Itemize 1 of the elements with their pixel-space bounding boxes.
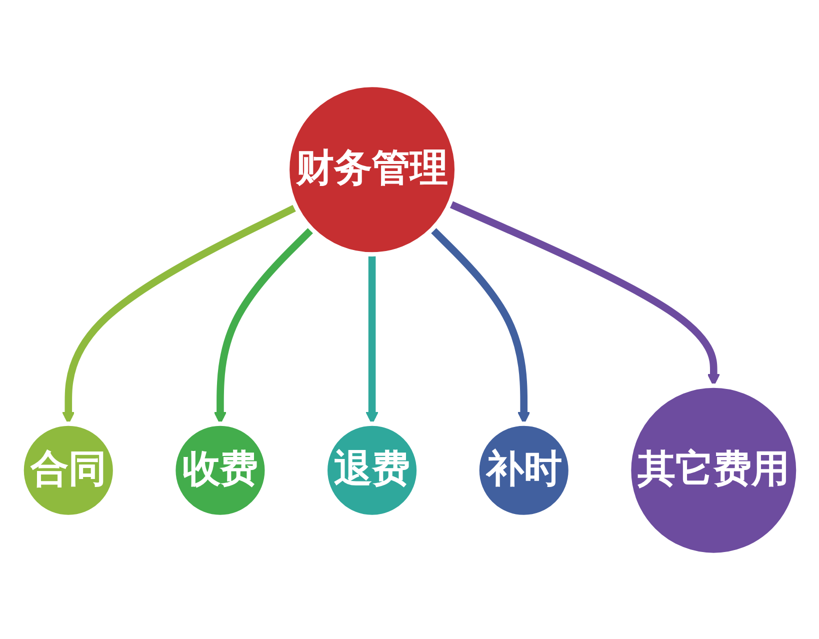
arrow bbox=[448, 200, 720, 386]
